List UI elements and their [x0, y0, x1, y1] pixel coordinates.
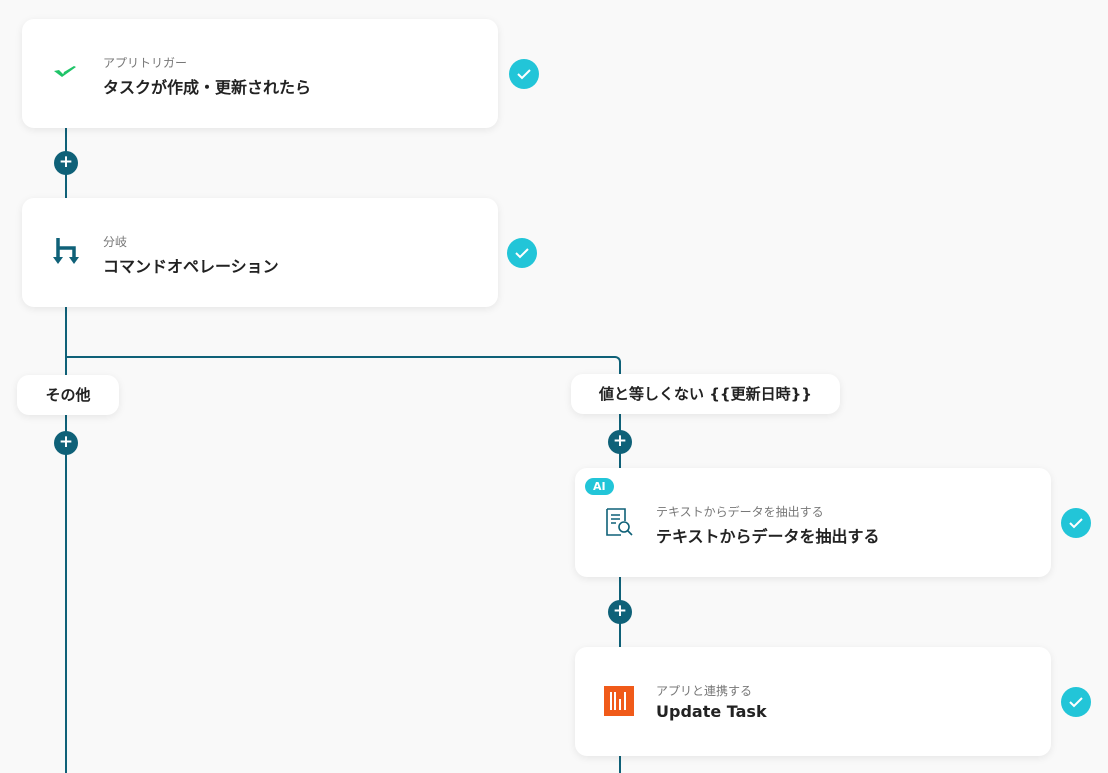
step-title: タスクが作成・更新されたら: [103, 78, 312, 97]
check-icon: [507, 238, 537, 268]
step-trigger[interactable]: アプリトリガー タスクが作成・更新されたら: [22, 19, 498, 128]
add-step-button[interactable]: +: [54, 431, 78, 455]
branch-icon: [53, 238, 79, 264]
add-step-button[interactable]: +: [54, 151, 78, 175]
step-title: テキストからデータを抽出する: [656, 527, 880, 546]
branch-corner: [609, 356, 621, 368]
branch-line: [65, 356, 615, 358]
step-update-task[interactable]: アプリと連携する Update Task: [575, 647, 1051, 756]
step-title: Update Task: [656, 702, 767, 721]
add-step-button[interactable]: +: [608, 430, 632, 454]
branch-label-condition[interactable]: 値と等しくない {{更新日時}}: [571, 374, 840, 414]
step-type: アプリと連携する: [656, 684, 753, 698]
branch-label-other[interactable]: その他: [17, 375, 119, 415]
document-search-icon: [606, 508, 633, 536]
trigger-app-icon: [54, 66, 76, 77]
step-type: テキストからデータを抽出する: [656, 505, 824, 519]
step-type: アプリトリガー: [103, 56, 188, 70]
step-type: 分岐: [103, 235, 128, 249]
step-ai-extract[interactable]: AI テキストからデータを抽出する テキストからデータを抽出する: [575, 468, 1051, 577]
add-step-button[interactable]: +: [608, 600, 632, 624]
app-icon: [604, 686, 634, 716]
check-icon: [1061, 687, 1091, 717]
step-title: コマンドオペレーション: [103, 257, 279, 276]
ai-badge: AI: [585, 478, 614, 495]
check-icon: [1061, 508, 1091, 538]
check-icon: [509, 59, 539, 89]
step-branch[interactable]: 分岐 コマンドオペレーション: [22, 198, 498, 307]
